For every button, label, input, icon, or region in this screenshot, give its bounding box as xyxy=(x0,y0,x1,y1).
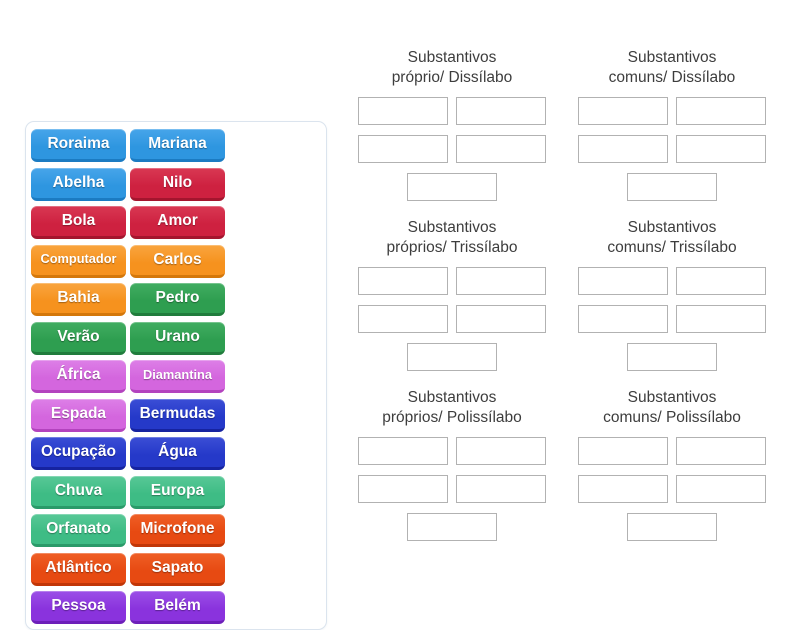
tile-agua[interactable]: Água xyxy=(130,437,225,470)
group-title-line1: Substantivos xyxy=(407,219,497,236)
drop-slot[interactable] xyxy=(358,475,448,503)
tile-pessoa[interactable]: Pessoa xyxy=(31,591,126,624)
group-slots xyxy=(358,267,546,371)
tile-diamantina[interactable]: Diamantina xyxy=(130,360,225,393)
tile-ocupacao[interactable]: Ocupação xyxy=(31,437,126,470)
group-title: Substantivos comuns/ Trissílabo xyxy=(577,218,767,257)
group-title-line1: Substantivos xyxy=(407,49,497,66)
group-title-line2: próprios/ Trissílabo xyxy=(386,238,518,256)
tile-sapato[interactable]: Sapato xyxy=(130,552,225,586)
group-title-line1: Substantivos xyxy=(627,219,717,236)
tile-chuva[interactable]: Chuva xyxy=(31,475,126,509)
drop-slot[interactable] xyxy=(578,475,668,503)
tile-amor[interactable]: Amor xyxy=(130,206,225,239)
group-proprios-polissilabo: Substantivos próprios/ Polissílabo xyxy=(357,388,547,541)
group-title: Substantivos próprios/ Trissílabo xyxy=(357,218,547,257)
drop-slot[interactable] xyxy=(358,437,448,465)
group-comuns-dissilabo: Substantivos comuns/ Dissílabo xyxy=(577,48,767,201)
tile-belem[interactable]: Belém xyxy=(130,591,225,624)
tile-orfanato[interactable]: Orfanato xyxy=(31,514,126,547)
group-proprio-dissilabo: Substantivos próprio/ Dissílabo xyxy=(357,48,547,201)
group-title: Substantivos próprios/ Polissílabo xyxy=(357,388,547,427)
drop-slot[interactable] xyxy=(676,97,766,125)
tile-atlantico[interactable]: Atlântico xyxy=(31,552,126,586)
drop-slot[interactable] xyxy=(358,305,448,333)
group-comuns-trissilabo: Substantivos comuns/ Trissílabo xyxy=(577,218,767,371)
tile-bermudas[interactable]: Bermudas xyxy=(130,398,225,432)
drop-slot[interactable] xyxy=(407,513,497,541)
tile-computador[interactable]: Computador xyxy=(31,244,126,278)
group-comuns-polissilabo: Substantivos comuns/ Polissílabo xyxy=(577,388,767,541)
drop-slot[interactable] xyxy=(578,437,668,465)
group-slots xyxy=(358,437,546,541)
group-title: Substantivos comuns/ Dissílabo xyxy=(577,48,767,87)
tile-verao[interactable]: Verão xyxy=(31,321,126,355)
drop-slot[interactable] xyxy=(676,437,766,465)
group-slots xyxy=(578,97,766,201)
group-title-line2: próprio/ Dissílabo xyxy=(391,68,513,86)
group-title-line2: comuns/ Dissílabo xyxy=(608,68,736,86)
group-slots xyxy=(358,97,546,201)
tile-europa[interactable]: Europa xyxy=(130,475,225,509)
drop-slot[interactable] xyxy=(676,135,766,163)
drop-slot[interactable] xyxy=(456,305,546,333)
drop-slot[interactable] xyxy=(407,343,497,371)
drop-slot[interactable] xyxy=(627,343,717,371)
tile-bola[interactable]: Bola xyxy=(31,206,126,239)
drop-slot[interactable] xyxy=(358,97,448,125)
drop-slot[interactable] xyxy=(578,305,668,333)
group-title-line2: próprios/ Polissílabo xyxy=(382,408,522,426)
group-slots xyxy=(578,267,766,371)
tile-africa[interactable]: África xyxy=(31,360,126,393)
tile-roraima[interactable]: Roraima xyxy=(31,129,126,162)
tile-urano[interactable]: Urano xyxy=(130,321,225,355)
tile-carlos[interactable]: Carlos xyxy=(130,244,225,278)
drop-slot[interactable] xyxy=(676,305,766,333)
tile-espada[interactable]: Espada xyxy=(31,398,126,432)
drop-slot[interactable] xyxy=(456,475,546,503)
tile-mariana[interactable]: Mariana xyxy=(130,129,225,162)
group-slots xyxy=(578,437,766,541)
group-title-line2: comuns/ Polissílabo xyxy=(603,408,741,426)
tile-pedro[interactable]: Pedro xyxy=(130,283,225,316)
drop-slot[interactable] xyxy=(456,267,546,295)
tile-bahia[interactable]: Bahia xyxy=(31,283,126,316)
drop-slot[interactable] xyxy=(407,173,497,201)
drop-slot[interactable] xyxy=(627,173,717,201)
drop-slot[interactable] xyxy=(358,135,448,163)
drop-slot[interactable] xyxy=(676,475,766,503)
drop-slot[interactable] xyxy=(676,267,766,295)
drop-slot[interactable] xyxy=(578,135,668,163)
group-title-line2: comuns/ Trissílabo xyxy=(607,238,737,256)
group-proprios-trissilabo: Substantivos próprios/ Trissílabo xyxy=(357,218,547,371)
group-title: Substantivos próprio/ Dissílabo xyxy=(357,48,547,87)
tile-nilo[interactable]: Nilo xyxy=(130,167,225,201)
drop-slot[interactable] xyxy=(627,513,717,541)
tile-abelha[interactable]: Abelha xyxy=(31,167,126,201)
drop-slot[interactable] xyxy=(358,267,448,295)
drop-slot[interactable] xyxy=(578,267,668,295)
group-title: Substantivos comuns/ Polissílabo xyxy=(577,388,767,427)
drop-slot[interactable] xyxy=(456,97,546,125)
drop-slot[interactable] xyxy=(578,97,668,125)
drop-slot[interactable] xyxy=(456,437,546,465)
group-title-line1: Substantivos xyxy=(407,389,497,406)
group-title-line1: Substantivos xyxy=(627,389,717,406)
drop-slot[interactable] xyxy=(456,135,546,163)
group-title-line1: Substantivos xyxy=(627,49,717,66)
tile-microfone[interactable]: Microfone xyxy=(130,514,225,547)
